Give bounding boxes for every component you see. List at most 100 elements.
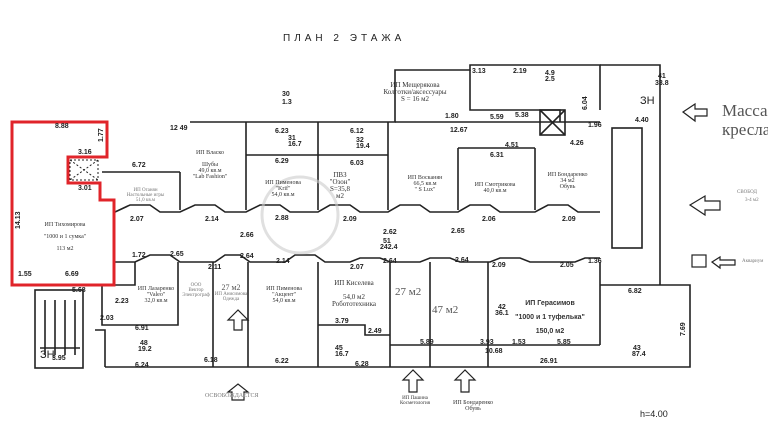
callout-goods: Косметология	[400, 401, 430, 406]
callout-name: ИП Бондаренко	[452, 400, 494, 406]
tenant-area: 113 м2	[56, 246, 74, 252]
dimension-d265b: 2.65	[170, 251, 184, 258]
dimension-d42b: 36.1	[495, 310, 509, 317]
unit-lazarenko[interactable]: ИП Лазаренко "Valeo" 32,0 кв.м	[135, 286, 177, 304]
dimension-d196: 1.96	[588, 122, 602, 129]
arrow-icons	[226, 102, 736, 401]
dimension-d313: 3.13	[472, 68, 486, 75]
unit-voskanyan[interactable]: ИП Восканян 66,5 кв.м " S Lux"	[400, 175, 450, 193]
dimension-d264: 2.64	[240, 253, 254, 260]
dimension-d48: 48	[140, 340, 148, 347]
tenant-brand: "Krif"	[275, 186, 291, 192]
unit-oganyan[interactable]: ИП Оганян Настольные игры 51,0 кв.м	[118, 188, 173, 203]
unit-anisimova[interactable]: 27 м2 ИП Анисимова Одежда	[214, 283, 248, 303]
dimension-d612: 6.12	[350, 128, 364, 135]
dimension-d888: 8.88	[55, 123, 69, 130]
callout-right-small: Аквариум	[742, 259, 764, 264]
unit-bondarenko[interactable]: ИП Бондаренко 34 м2 Обувь	[540, 172, 595, 190]
unit-pimenova-accent[interactable]: ИП Пименова "Акцент" 54,0 кв.м	[252, 286, 316, 304]
tenant-area: 32,0 кв.м	[144, 298, 168, 304]
unit-free-47[interactable]: 47 м2	[432, 304, 459, 316]
dimension-d264b: 2.64	[383, 258, 397, 265]
dimension-d249: 2.49	[368, 328, 382, 335]
tenant-name: ИП Пименова	[265, 180, 301, 186]
tenant-area: 54,0 м2	[343, 293, 365, 301]
dimension-d209b: 2.09	[562, 216, 576, 223]
callout-bondarenko: ИП Бондаренко Обувь	[448, 400, 498, 412]
tenant-goods: Обувь	[559, 184, 576, 190]
dimension-d41b: 33.8	[655, 80, 669, 87]
unit-kiseleva[interactable]: ИП Киселева 54,0 м2 Робототехника	[320, 280, 388, 308]
dimension-d426: 4.26	[570, 140, 584, 147]
dimension-d209: 2.09	[343, 216, 357, 223]
unit-vector[interactable]: ООО Вектор Электрограф	[180, 283, 212, 298]
dimension-d288: 2.88	[275, 215, 289, 222]
tenant-area: 54,0 кв.м	[272, 298, 296, 304]
callout-free-right: СВОБОД	[737, 190, 757, 195]
dimension-d207a: 2.07	[130, 216, 144, 223]
tenant-name: ИП Бондаренко	[547, 172, 588, 178]
dimension-d629: 6.29	[275, 158, 289, 165]
callout-free-right-area: 3-4 м2	[745, 198, 759, 203]
unit-vlasko[interactable]: ИП Власко Шубы 49,0 кв.м "Lab Fashion"	[180, 150, 240, 180]
tenant-brand: "1000 и 1 сумка"	[43, 234, 87, 240]
plan-title: ПЛАН 2 ЭТАЖА	[283, 33, 406, 44]
tenant-area: 49,0 кв.м	[198, 168, 222, 174]
dimension-d316: 3.16	[78, 149, 92, 156]
tenant-name: ИП Смотрикова	[474, 182, 516, 188]
callout-pashina: ИП Пашина Косметология	[395, 396, 435, 406]
tenant-name: ПВЗ	[333, 171, 347, 179]
dimension-d48b: 19.2	[138, 346, 152, 353]
unit-smotrikova[interactable]: ИП Смотрикова 40,0 кв.м	[465, 182, 525, 194]
unit-gerasimov[interactable]: ИП Герасимов "1000 и 1 туфелька" 150,0 м…	[510, 300, 590, 335]
dimension-d395: 3.95	[52, 355, 66, 362]
dimension-d559: 5.59	[490, 114, 504, 121]
dimension-d618: 6.18	[204, 357, 218, 364]
dimension-d266: 2.66	[240, 232, 254, 239]
tenant-name: ИП Восканян	[407, 175, 443, 181]
dimension-d32b: 19.4	[356, 143, 370, 150]
dimension-d51: 51	[383, 238, 391, 245]
dimension-d264c: 2.64	[455, 257, 469, 264]
dimension-d301: 3.01	[78, 185, 92, 192]
dimension-d51b: 242.4	[380, 244, 398, 251]
dimension-d177: 1.77	[98, 128, 105, 142]
unit-pimenova-krif[interactable]: ИП Пименова "Krif" 54,0 кв.м	[255, 180, 311, 198]
tenant-area: S=35,8	[329, 185, 351, 193]
dimension-d45b: 16.7	[335, 351, 349, 358]
dimension-d30: 30	[282, 91, 290, 98]
dimension-d41: 41	[658, 73, 666, 80]
unit-ozon[interactable]: ПВЗ "Озон" S=35,8 м2	[325, 172, 355, 200]
dimension-d43b: 87.4	[632, 351, 646, 358]
dimension-d538: 5.38	[515, 112, 529, 119]
dimension-d43: 43	[633, 345, 641, 352]
tenant-area: S = 16 м2	[400, 95, 430, 103]
dimension-d223: 2.23	[115, 298, 129, 305]
dimension-d207b: 2.07	[350, 264, 364, 271]
dimension-zn: ЗН	[40, 349, 55, 361]
height-note: h=4.00	[640, 409, 668, 419]
dimension-d180: 1.80	[445, 113, 459, 120]
unit-meshcheryakova[interactable]: ИП Мещерякова Колготки/аксессуары S = 16…	[370, 82, 460, 103]
callout-goods: Обувь	[465, 406, 481, 412]
unit-tikhomirova[interactable]: ИП Тихомирова "1000 и 1 сумка" 113 м2	[30, 222, 100, 252]
dimension-d769: 7.69	[680, 322, 687, 336]
dimension-d172: 1.72	[132, 252, 146, 259]
tenant-area: 40,0 кв.м	[483, 188, 507, 194]
dimension-d691: 6.91	[135, 325, 149, 332]
dimension-d211: 2.11	[208, 264, 222, 271]
dimension-d440: 4.40	[635, 117, 649, 124]
dimension-d568: 5.68	[72, 287, 86, 294]
tenant-area: 27 м2	[221, 283, 241, 292]
dimension-d155: 1.55	[18, 271, 32, 278]
dimension-d628: 6.28	[355, 361, 369, 368]
tenant-goods: Колготки/аксессуары	[383, 88, 447, 96]
dimension-d1267: 12.67	[450, 127, 468, 134]
dimension-d219: 2.19	[513, 68, 527, 75]
unit-free-27[interactable]: 27 м2	[395, 286, 422, 298]
tenant-name: ИП Оганян	[133, 188, 158, 193]
tenant-area-unit: м2	[336, 192, 344, 200]
dimension-d604: 6.04	[582, 96, 589, 110]
dimension-d205: 2.05	[560, 262, 574, 269]
